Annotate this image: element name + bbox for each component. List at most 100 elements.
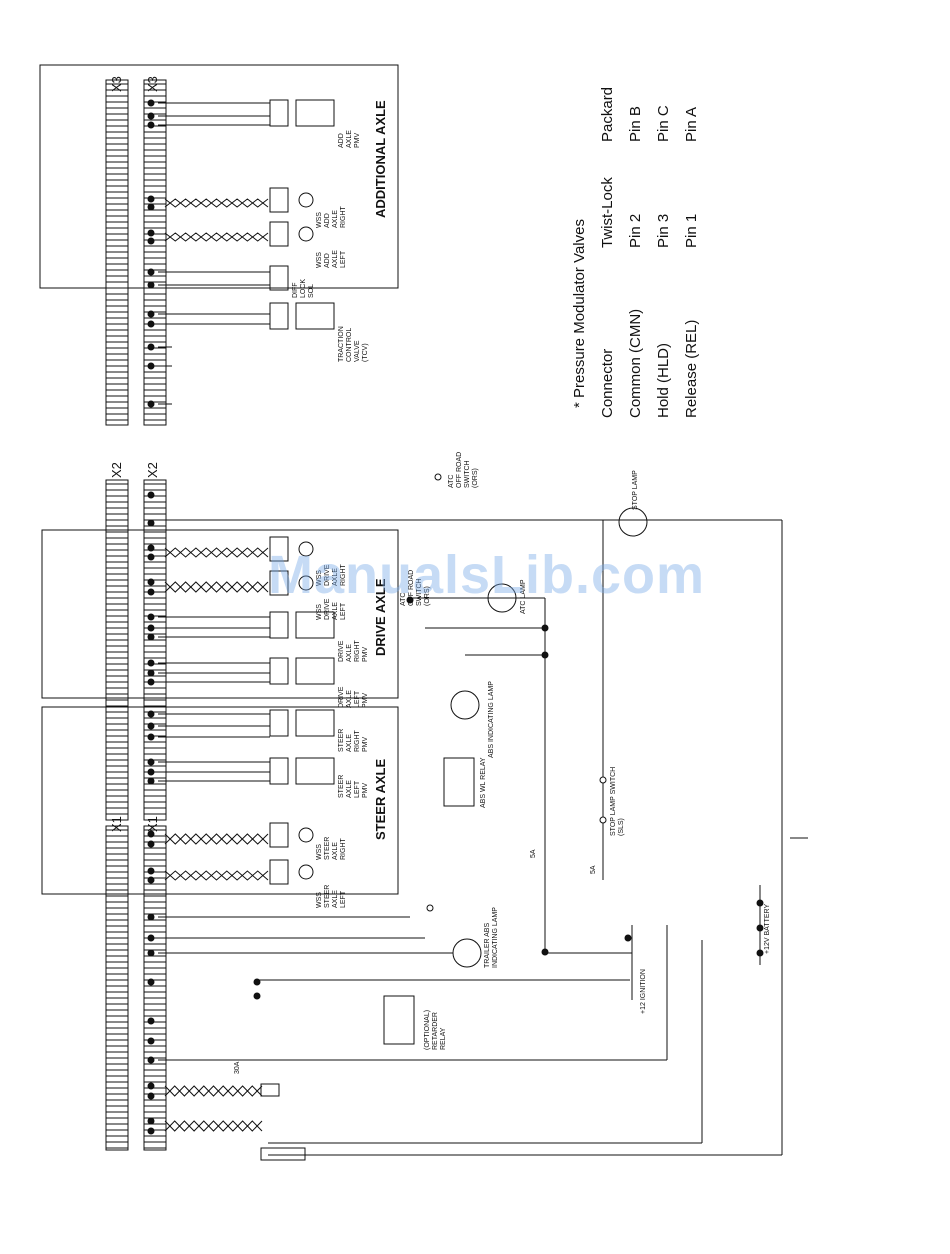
pin-node xyxy=(147,669,155,677)
traction-control-valve-label: TRACTION CONTROL VALVE (TCV) xyxy=(338,326,369,362)
wss-drive-left-twist xyxy=(164,581,269,593)
fuse-5a-1-label: 5A xyxy=(530,849,537,858)
pin-node xyxy=(147,633,155,641)
diff-lock-sol-label: DIFF LOCK SOL xyxy=(292,278,315,298)
abs-indicating-lamp-label: ABS INDICATING LAMP xyxy=(488,681,495,758)
drive-right-pmv-plug xyxy=(269,611,289,639)
wss-steer-axle-right-label: WSS STEER AXLE RIGHT xyxy=(316,836,347,860)
pin-node xyxy=(147,195,155,203)
wss-add-axle-right-label: WSS ADD AXLE RIGHT xyxy=(316,206,347,228)
pin-node xyxy=(147,1037,155,1045)
pin-node xyxy=(147,710,155,718)
wss-add-right-coil xyxy=(298,192,314,208)
pin-node xyxy=(147,362,155,370)
x1-label-b: X1 xyxy=(145,816,160,832)
wss-steer-right-twist xyxy=(164,833,269,845)
wss-add-left-twist xyxy=(164,232,269,242)
steer-axle-left-pmv-label: STEER AXLE LEFT PMV xyxy=(338,774,369,798)
wss-steer-left-twist xyxy=(164,870,269,881)
pmv-row-common-packard: Pin B xyxy=(627,106,644,142)
trailer-lamp-bulb xyxy=(452,938,482,968)
wss-add-right-body xyxy=(269,187,289,213)
steer-axle-title: STEER AXLE xyxy=(373,758,388,840)
stop-switch-contact-b xyxy=(599,816,607,824)
pmv-row-hold-twist: Pin 3 xyxy=(655,213,672,248)
steer-left-pmv-plug xyxy=(269,757,289,785)
pin-node xyxy=(147,310,155,318)
pin-node xyxy=(147,491,155,499)
abs-lamp-bulb xyxy=(450,690,480,720)
pin-node xyxy=(147,830,155,838)
wss-drive-left-twist xyxy=(164,581,269,593)
batt-node-b xyxy=(756,924,764,932)
batt-node-c xyxy=(756,949,764,957)
add-axle-pmv-label: ADD AXLE PMV xyxy=(338,130,361,148)
pin-node xyxy=(147,978,155,986)
abs-wl-relay-box xyxy=(443,757,475,807)
atc-left-node xyxy=(406,596,414,604)
pmv-row-release-twist: Pin 1 xyxy=(683,213,700,248)
pin-node xyxy=(147,613,155,621)
power-twist-b xyxy=(164,1120,263,1132)
pin-node xyxy=(147,840,155,848)
stop-switch-contact-a xyxy=(599,776,607,784)
abs-wl-relay-label: ABS WL RELAY xyxy=(480,757,487,808)
pin-node xyxy=(147,578,155,586)
trailer-abs-lamp-label: TRAILER ABS INDICATING LAMP xyxy=(484,907,499,968)
ors2-contact xyxy=(426,904,434,912)
pin-node xyxy=(147,553,155,561)
retarder-relay-box xyxy=(383,995,415,1045)
wss-steer-right-twist xyxy=(164,833,269,845)
pmv-row-common-twist: Pin 2 xyxy=(627,213,644,248)
x1-label-a: X1 xyxy=(109,816,124,832)
tcv-body xyxy=(295,302,335,330)
fuse-30a-label: 30A xyxy=(234,1061,241,1074)
pin-node xyxy=(147,121,155,129)
pin-node xyxy=(147,1017,155,1025)
pmv-header-connector: Connector xyxy=(599,348,616,418)
wss-add-left-twist xyxy=(164,232,269,242)
wss-drive-right-body xyxy=(269,536,289,562)
wss-steer-left-twist xyxy=(164,870,269,881)
pin-node xyxy=(147,867,155,875)
atc-ors-top-label: ATC OFF ROAD SWITCH (ORS) xyxy=(448,451,479,488)
ors-contact xyxy=(434,473,442,481)
batt-node-a xyxy=(756,899,764,907)
pin-node xyxy=(147,722,155,730)
additional-axle-box xyxy=(39,64,399,289)
x2-strip-outline xyxy=(105,479,129,821)
pin-node xyxy=(147,1056,155,1064)
pin-node xyxy=(147,112,155,120)
retarder-relay-label: (OPTIONAL) RETARDER RELAY xyxy=(424,1009,447,1050)
drive-axle-box xyxy=(41,529,399,699)
steer-left-pmv-body xyxy=(295,757,335,785)
pin-node xyxy=(147,624,155,632)
wss-drive-left-coil xyxy=(298,575,314,591)
pin-node xyxy=(147,678,155,686)
wss-add-left-body xyxy=(269,221,289,247)
pin-node xyxy=(147,544,155,552)
pin-node xyxy=(147,237,155,245)
x2-plug-outline xyxy=(143,479,167,821)
wss-steer-right-coil xyxy=(298,827,314,843)
stop-lamp-switch-label: STOP LAMP SWITCH (SLS) xyxy=(610,766,625,836)
pin-node xyxy=(147,659,155,667)
wss-add-right-twist xyxy=(164,198,269,208)
pin-node xyxy=(147,777,155,785)
pin-node xyxy=(147,934,155,942)
pin-node xyxy=(147,758,155,766)
pin-node xyxy=(147,229,155,237)
x1-plug-outline xyxy=(143,825,167,1151)
pin-node xyxy=(147,876,155,884)
wss-drive-right-twist xyxy=(164,547,269,558)
wss-add-left-coil xyxy=(298,226,314,242)
pin-node xyxy=(147,1092,155,1100)
abs-node xyxy=(541,651,549,659)
diff-lock-plug xyxy=(269,265,289,291)
pmv-header-twistlock: Twist-Lock xyxy=(599,177,616,248)
ignition-label: +12 IGNITION xyxy=(640,969,647,1014)
pin-node xyxy=(147,949,155,957)
drive-right-pmv-body xyxy=(295,611,335,639)
